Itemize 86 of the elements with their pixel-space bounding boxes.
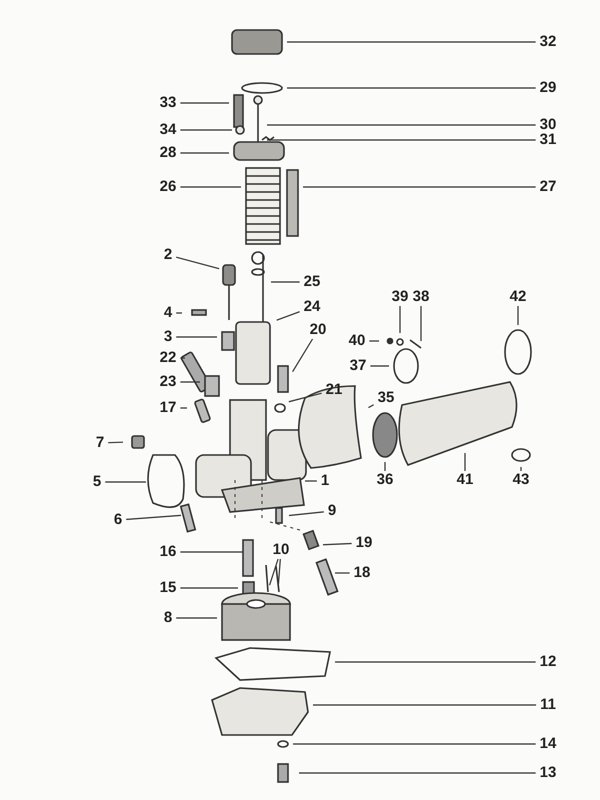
leader-line bbox=[299, 772, 536, 774]
callout-number: 40 bbox=[348, 332, 366, 350]
leader-line bbox=[271, 281, 300, 283]
leader-line bbox=[399, 306, 401, 333]
callout-number: 7 bbox=[94, 434, 106, 452]
leader-line bbox=[180, 407, 187, 409]
leader-line bbox=[108, 442, 124, 444]
leader-line bbox=[176, 256, 220, 270]
leader-line bbox=[322, 542, 352, 546]
leader-line bbox=[126, 514, 182, 520]
leader-line bbox=[180, 186, 241, 188]
leader-line bbox=[517, 306, 519, 325]
leader-line bbox=[180, 381, 200, 383]
callout-number: 33 bbox=[158, 94, 178, 112]
leader-line bbox=[292, 338, 314, 372]
callout-number: 12 bbox=[538, 653, 558, 671]
leader-line bbox=[176, 617, 217, 619]
callout-number: 1 bbox=[320, 472, 330, 490]
leader-line bbox=[335, 572, 350, 574]
leader-line bbox=[180, 129, 232, 131]
callout-number: 29 bbox=[538, 79, 558, 97]
callout-number: 23 bbox=[158, 373, 178, 391]
callout-number: 41 bbox=[456, 471, 474, 489]
callout-number: 24 bbox=[302, 298, 322, 316]
leader-line bbox=[176, 336, 217, 338]
callout-number: 3 bbox=[162, 328, 174, 346]
leader-line bbox=[267, 124, 536, 126]
callout-number: 15 bbox=[158, 579, 178, 597]
leader-line bbox=[384, 462, 386, 471]
callout-number: 34 bbox=[158, 121, 178, 139]
callout-number: 36 bbox=[376, 471, 394, 489]
leader-line bbox=[267, 139, 536, 141]
callout-number: 26 bbox=[158, 178, 178, 196]
leader-line bbox=[368, 404, 374, 408]
leader-line bbox=[303, 186, 536, 188]
leader-line bbox=[105, 481, 146, 483]
callout-number: 27 bbox=[538, 178, 558, 196]
leader-line bbox=[313, 704, 536, 706]
callout-number: 4 bbox=[162, 304, 174, 322]
leader-line bbox=[288, 392, 322, 402]
leader-line bbox=[180, 102, 229, 104]
callout-number: 11 bbox=[539, 696, 557, 714]
callout-number: 19 bbox=[354, 534, 374, 552]
callout-number: 35 bbox=[376, 389, 396, 407]
leader-line bbox=[520, 467, 522, 471]
leader-line bbox=[180, 357, 185, 359]
leader-line bbox=[335, 661, 536, 663]
leader-line bbox=[293, 743, 536, 745]
callout-number: 5 bbox=[92, 473, 102, 491]
callout-number: 9 bbox=[326, 502, 338, 520]
leader-line bbox=[370, 365, 389, 367]
leader-line bbox=[464, 453, 466, 471]
callout-number: 20 bbox=[308, 321, 328, 339]
callout-number: 43 bbox=[512, 471, 530, 489]
callout-number: 31 bbox=[538, 131, 558, 149]
callout-number: 17 bbox=[158, 399, 178, 417]
callout-number: 38 bbox=[412, 288, 430, 306]
leader-line bbox=[278, 558, 281, 586]
callout-number: 39 bbox=[390, 288, 410, 306]
callout-number: 42 bbox=[508, 288, 528, 306]
leader-line bbox=[180, 551, 243, 553]
leader-line bbox=[180, 587, 238, 589]
callout-number: 10 bbox=[272, 541, 290, 559]
callout-number: 37 bbox=[348, 357, 368, 375]
leader-line bbox=[369, 340, 379, 342]
callout-number: 28 bbox=[158, 144, 178, 162]
callout-number: 25 bbox=[302, 273, 322, 291]
leader-line bbox=[287, 41, 536, 43]
leader-line bbox=[420, 306, 422, 341]
callout-number: 8 bbox=[162, 609, 174, 627]
leader-line bbox=[176, 312, 182, 314]
callout-number: 30 bbox=[538, 116, 558, 134]
leader-line bbox=[305, 480, 317, 482]
callout-number: 22 bbox=[158, 349, 178, 367]
callout-number: 32 bbox=[538, 33, 558, 51]
callout-number: 13 bbox=[538, 764, 558, 782]
callout-number: 14 bbox=[538, 735, 558, 753]
callout-number: 16 bbox=[158, 543, 178, 561]
leader-line bbox=[276, 311, 300, 321]
callout-number: 6 bbox=[112, 511, 124, 529]
callout-number: 18 bbox=[352, 564, 372, 582]
leader-line bbox=[180, 152, 229, 154]
leader-line bbox=[268, 558, 279, 586]
leader-line bbox=[288, 511, 324, 516]
callout-number: 2 bbox=[162, 246, 174, 264]
leader-line bbox=[287, 87, 536, 89]
